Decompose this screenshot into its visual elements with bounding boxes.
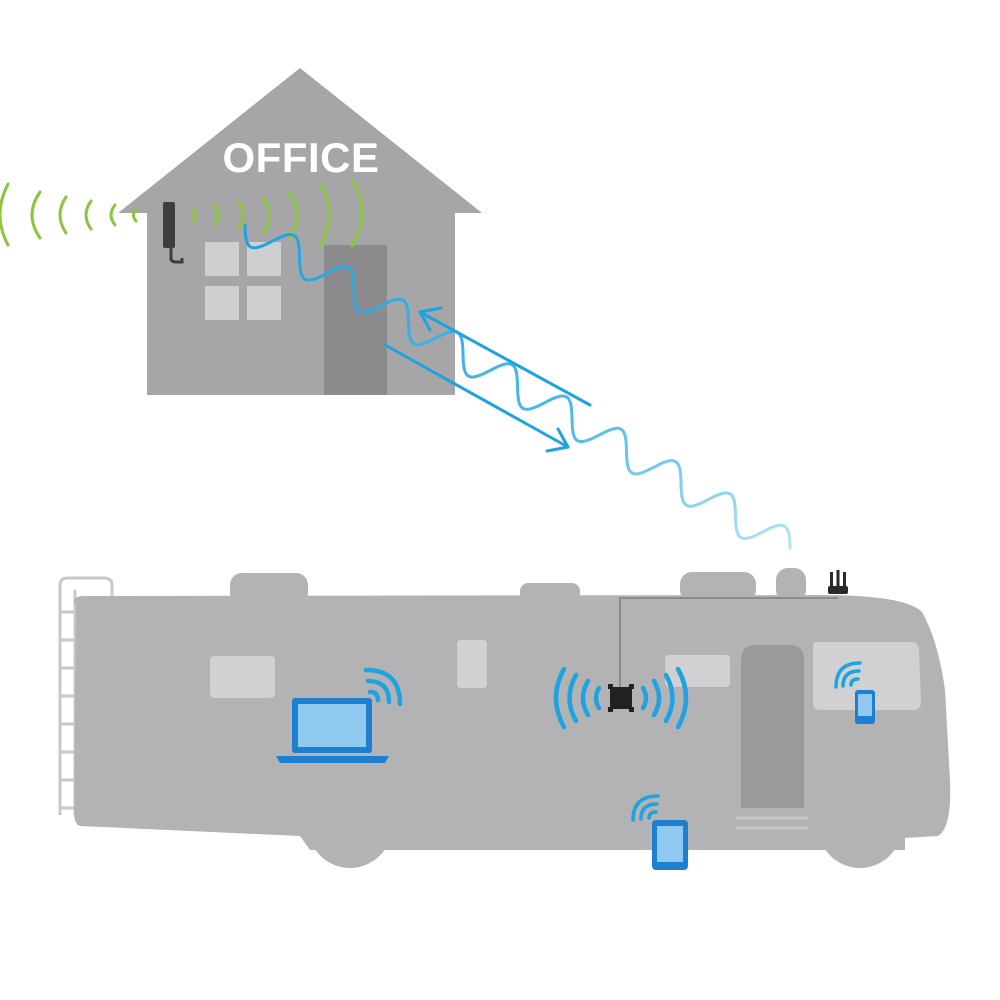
rv-wheel: [308, 784, 392, 868]
uplink-arrow: [418, 306, 592, 407]
office-door: [324, 245, 387, 395]
rv-roof-unit: [680, 572, 756, 602]
rv-wheel: [818, 784, 902, 868]
tablet-device: [631, 794, 688, 870]
rv-window: [665, 655, 730, 687]
wireless-waves-icon: [834, 661, 862, 689]
antenna-cable: [619, 597, 838, 692]
office-wall: [147, 205, 455, 395]
wireless-waves-icon: [553, 666, 689, 730]
signal-booster: [553, 666, 689, 730]
phone-device: [834, 661, 875, 724]
signal-wave-line: [243, 223, 792, 550]
rv-roof-unit: [776, 568, 806, 602]
rv-windshield: [813, 642, 921, 710]
bidirectional-arrows-icon: [383, 306, 592, 453]
downlink-arrow: [383, 343, 570, 453]
signal-booster-icon: [608, 684, 634, 712]
outdoor-antenna-icon: [163, 202, 184, 264]
wireless-waves-icon: [631, 794, 660, 822]
office-label: OFFICE: [223, 134, 380, 181]
smartphone-icon: [855, 690, 875, 724]
rv-door: [741, 645, 804, 808]
rv-steps: [736, 816, 808, 830]
rv-window: [210, 656, 275, 698]
laptop-icon: [276, 698, 389, 763]
wireless-waves-icon: [363, 667, 403, 707]
office-window: [205, 242, 281, 320]
office-building: OFFICE: [118, 68, 482, 395]
tablet-icon: [652, 820, 688, 870]
rv-body: [74, 595, 951, 850]
rooftop-antenna-icon: [828, 570, 848, 594]
laptop-device: [276, 667, 403, 763]
rv-window: [457, 640, 487, 688]
office-roof: [118, 68, 482, 213]
rv-vehicle: [58, 568, 951, 868]
